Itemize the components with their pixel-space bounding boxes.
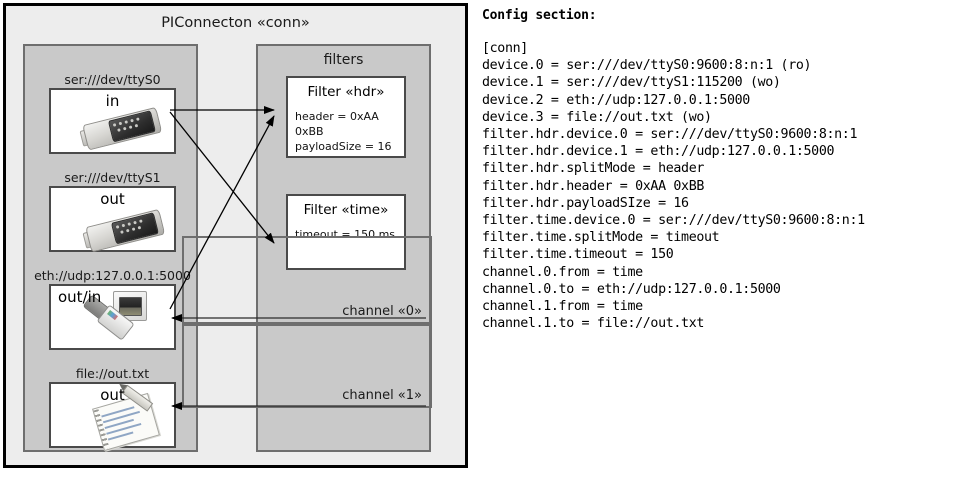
device-box[interactable]: out — [49, 186, 176, 253]
filter-box-time[interactable]: Filter «time» timeout = 150 ms — [286, 194, 406, 270]
channel-box-0[interactable]: channel «0» — [182, 236, 432, 324]
device-label: ser:///dev/ttyS0 — [64, 72, 161, 87]
device-direction: out/in — [58, 288, 102, 306]
device-label: eth://udp:127.0.0.1:5000 — [34, 268, 191, 283]
channel-label: channel «1» — [342, 388, 422, 403]
filter-title: Filter «hdr» — [307, 84, 385, 100]
device-label: file://out.txt — [75, 366, 150, 381]
device-direction: in — [105, 92, 120, 110]
channel-label: channel «0» — [342, 304, 422, 319]
filter-attribute: payloadSize = 16 — [295, 140, 392, 153]
device-box[interactable]: out/in — [49, 284, 176, 350]
device-label: ser:///dev/ttyS1 — [64, 170, 161, 185]
device-box[interactable]: out — [49, 380, 176, 452]
config-section-heading: Config section: — [482, 8, 597, 23]
device-item-file[interactable]: file://out.txt out — [49, 365, 176, 452]
device-item-eth[interactable]: eth://udp:127.0.0.1:5000 out/in — [34, 267, 191, 350]
config-section: Config section: [conn] device.0 = ser://… — [482, 8, 958, 332]
connection-diagram: PIConnecton «conn» ser:///dev/ttyS0 in — [3, 3, 468, 468]
filter-attribute: header = 0xAA 0xBB — [295, 110, 379, 138]
filter-attributes: header = 0xAA 0xBB payloadSize = 16 — [288, 109, 404, 154]
devices-panel: ser:///dev/ttyS0 in — [23, 44, 198, 452]
diagram-title: PIConnecton «conn» — [161, 15, 310, 31]
filters-panel-title: filters — [323, 52, 364, 68]
device-direction: out — [100, 386, 125, 404]
ethernet-icon — [51, 286, 174, 348]
filters-panel: filters Filter «hdr» header = 0xAA 0xBB … — [182, 44, 432, 452]
device-item-ttys0[interactable]: ser:///dev/ttyS0 in — [49, 71, 176, 154]
filter-box-hdr[interactable]: Filter «hdr» header = 0xAA 0xBB payloadS… — [286, 76, 406, 158]
device-item-ttys1[interactable]: ser:///dev/ttyS1 out — [49, 169, 176, 253]
channel-box-1[interactable]: channel «1» — [182, 324, 432, 408]
filter-title: Filter «time» — [303, 202, 389, 218]
config-section-text: [conn] device.0 = ser:///dev/ttyS0:9600:… — [482, 41, 865, 332]
device-direction: out — [100, 190, 125, 208]
device-box[interactable]: in — [49, 88, 176, 154]
